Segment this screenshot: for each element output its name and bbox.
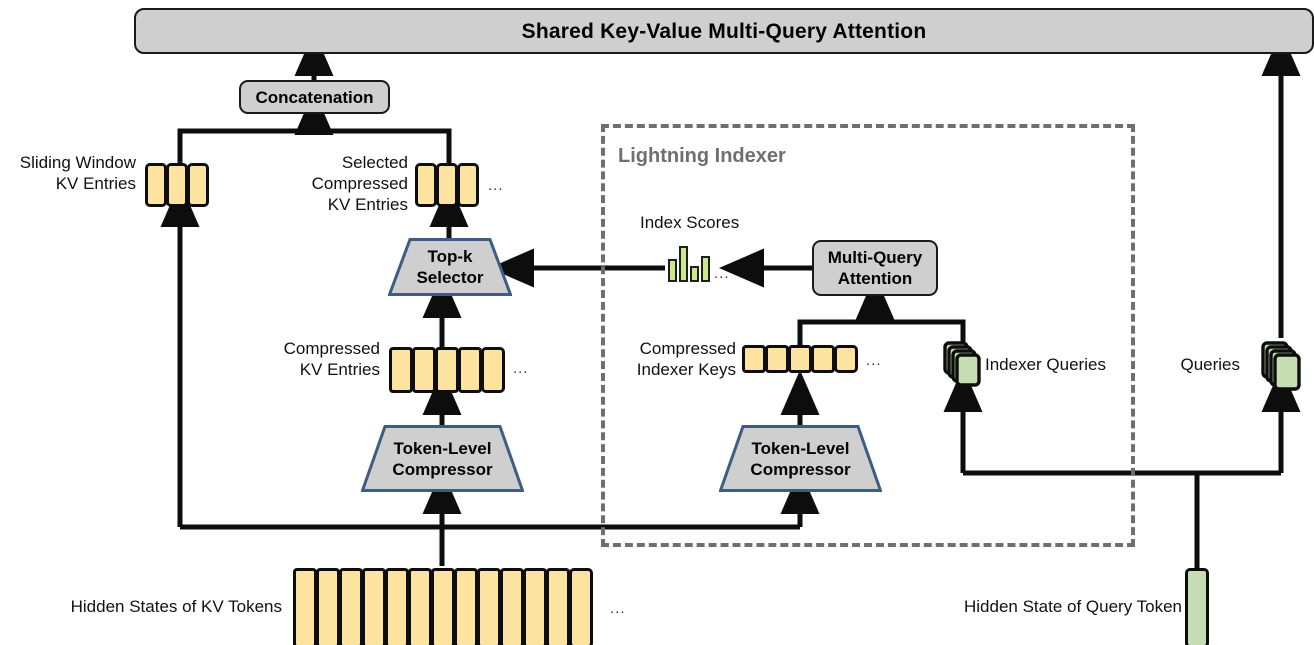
kv-cell (389, 347, 413, 393)
concatenation-block[interactable]: Concatenation (239, 80, 390, 114)
indexer-key-cell (788, 345, 812, 373)
kv-token-cell (477, 568, 501, 645)
selected-compressed-kv-label: Selected Compressed KV Entries (311, 153, 408, 214)
indexer-queries-stack (942, 340, 984, 390)
indexer-key-cell (834, 345, 858, 373)
score-bar (668, 259, 677, 282)
kv-token-cell (316, 568, 340, 645)
kv-token-cell (362, 568, 386, 645)
kv-cell (436, 163, 458, 207)
multi-query-attention-label: Multi-Query Attention (812, 240, 938, 296)
kv-cell (435, 347, 459, 393)
kv-token-cell (500, 568, 524, 645)
kv-token-cell (408, 568, 432, 645)
kv-token-cell (385, 568, 409, 645)
queries-label: Queries (1180, 355, 1240, 374)
token-level-compressor-right-label: Token-Level Compressor (750, 438, 851, 479)
sliding-window-kv-label: Sliding Window KV Entries (19, 153, 136, 193)
topk-selector-label: Top-k Selector (416, 247, 484, 287)
compressed-kv-ellipsis: ... (513, 360, 529, 377)
hidden-state-query-token-label: Hidden State of Query Token (964, 597, 1182, 616)
query-token-cell (1185, 568, 1209, 645)
kv-token-cell (546, 568, 570, 645)
shared-kv-multi-query-attention-block[interactable]: Shared Key-Value Multi-Query Attention (134, 8, 1314, 54)
kv-cell (481, 347, 505, 393)
lightning-indexer-title: Lightning Indexer (618, 145, 786, 167)
sliding-window-kv-strip (145, 163, 209, 207)
selected-compressed-ellipsis: ... (488, 177, 504, 194)
kv-cell (415, 163, 437, 207)
indexer-key-cell (742, 345, 766, 373)
kv-cell (412, 347, 436, 393)
compressed-kv-label: Compressed KV Entries (283, 339, 380, 379)
queries-stack (1260, 340, 1306, 394)
token-level-compressor-right-shape (719, 425, 882, 492)
score-bar (690, 266, 699, 282)
score-bar (701, 256, 710, 282)
kv-cell (145, 163, 167, 207)
compressed-indexer-keys-strip (742, 345, 858, 373)
indexer-key-cell (765, 345, 789, 373)
kv-cell (457, 163, 479, 207)
concatenation-label: Concatenation (239, 80, 390, 114)
indexer-key-cell (811, 345, 835, 373)
compressed-indexer-keys-label: Compressed Indexer Keys (636, 339, 736, 379)
attention-bar-label: Shared Key-Value Multi-Query Attention (134, 8, 1314, 54)
index-scores-label: Index Scores (640, 213, 740, 232)
compressed-kv-strip (389, 347, 505, 393)
score-bar (679, 246, 688, 282)
index-scores-bars (668, 244, 710, 282)
kv-cell (166, 163, 188, 207)
kv-cell (187, 163, 209, 207)
kv-token-cell (454, 568, 478, 645)
hidden-states-kv-tokens-strip (293, 568, 593, 645)
token-level-compressor-left-block[interactable]: Token-Level Compressor (361, 425, 524, 492)
topk-selector-shape (388, 238, 512, 296)
token-level-compressor-left-label: Token-Level Compressor (392, 438, 493, 479)
hidden-states-kv-tokens-label: Hidden States of KV Tokens (70, 597, 282, 616)
hidden-state-query-token-strip (1185, 568, 1209, 645)
lightning-indexer-container (601, 124, 1135, 547)
kv-token-cell (431, 568, 455, 645)
kv-cell (458, 347, 482, 393)
selected-compressed-kv-strip (415, 163, 479, 207)
index-scores-ellipsis: ... (714, 265, 730, 282)
kv-token-cell (339, 568, 363, 645)
topk-selector-block[interactable]: Top-k Selector (388, 238, 512, 296)
multi-query-attention-block[interactable]: Multi-Query Attention (812, 240, 938, 296)
compressed-indexer-keys-ellipsis: ... (866, 352, 882, 369)
kv-token-cell (293, 568, 317, 645)
token-level-compressor-left-shape (361, 425, 524, 492)
kv-token-cell (523, 568, 547, 645)
token-level-compressor-right-block[interactable]: Token-Level Compressor (719, 425, 882, 492)
indexer-queries-label: Indexer Queries (985, 355, 1106, 374)
kv-token-cell (569, 568, 593, 645)
hidden-states-kv-ellipsis: ... (610, 600, 626, 617)
